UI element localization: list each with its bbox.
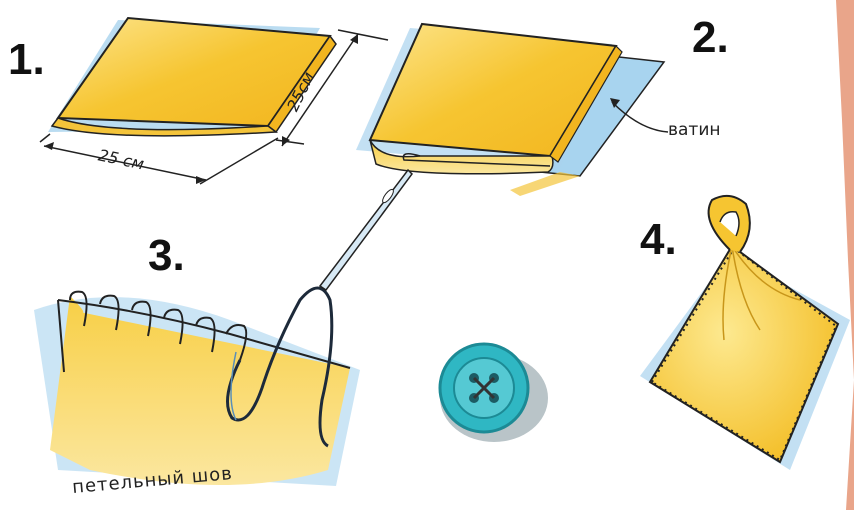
step-number-1: 1. <box>8 35 45 84</box>
step2-fabric-with-batting <box>356 22 669 196</box>
step4-finished-potholder <box>640 194 850 470</box>
step3-blanket-stitch <box>34 168 413 486</box>
step-number-3: 3. <box>148 231 185 280</box>
step1-folded-fabric <box>39 16 389 185</box>
step-number-4: 4. <box>640 215 677 264</box>
button-icon <box>438 342 548 442</box>
step-number-2: 2. <box>692 13 729 62</box>
label-batting: ватин <box>668 120 721 140</box>
